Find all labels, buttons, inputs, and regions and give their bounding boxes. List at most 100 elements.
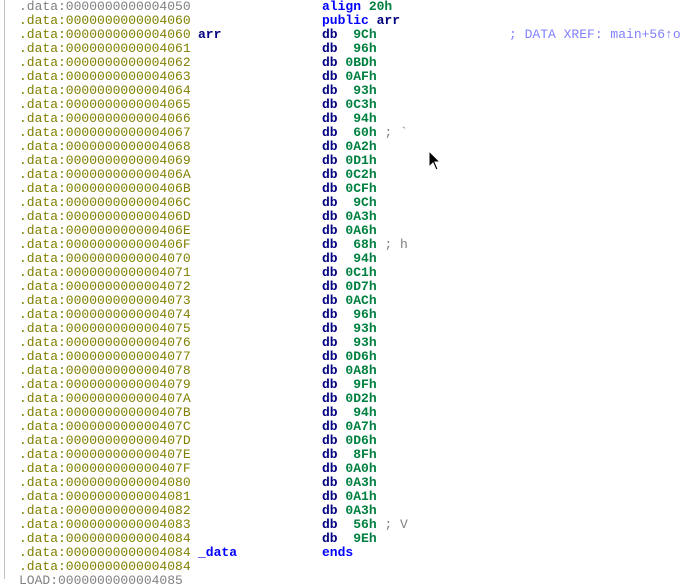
symbol-label[interactable]: arr	[198, 27, 222, 42]
operand[interactable]: 0A3h	[345, 209, 377, 224]
operand[interactable]: 0D7h	[345, 279, 377, 294]
address: .data:0000000000004081	[19, 489, 191, 504]
operand[interactable]: 0D2h	[345, 391, 377, 406]
mnemonic-text: db	[322, 349, 338, 364]
address: .data:0000000000004064	[19, 83, 191, 98]
mnemonic: db 93h	[322, 84, 377, 98]
operand[interactable]: 9Ch	[345, 195, 377, 210]
operand[interactable]: 0C3h	[345, 97, 377, 112]
mnemonic: db 9Eh	[322, 532, 377, 546]
operand[interactable]: 68h	[345, 237, 377, 252]
operand[interactable]: 0CFh	[345, 181, 377, 196]
operand[interactable]: 0AFh	[345, 69, 377, 84]
listing-row[interactable]: .data:0000000000004084	[0, 560, 691, 574]
symbol-label[interactable]: _data	[198, 545, 238, 560]
address: .data:0000000000004060	[19, 13, 191, 28]
operand[interactable]: 8Fh	[345, 447, 377, 462]
operand[interactable]: 94h	[345, 111, 377, 126]
operand[interactable]: 0A3h	[345, 475, 377, 490]
operand[interactable]: 0A0h	[345, 461, 377, 476]
mnemonic-text: db	[322, 97, 338, 112]
operand[interactable]: 96h	[345, 41, 377, 56]
mnemonic-text: db	[322, 139, 338, 154]
operand[interactable]: 0A1h	[345, 489, 377, 504]
operand[interactable]: 0A2h	[345, 139, 377, 154]
operand[interactable]: 0A6h	[345, 223, 377, 238]
operand[interactable]: 0D1h	[345, 153, 377, 168]
listing-row[interactable]: .data:0000000000004064 db 93h	[0, 84, 691, 98]
operand[interactable]: 60h	[345, 125, 377, 140]
address: .data:0000000000004075	[19, 321, 191, 336]
operand[interactable]: 94h	[345, 251, 377, 266]
address: .data:000000000000406D	[19, 209, 191, 224]
operand[interactable]: 20h	[368, 0, 393, 14]
mnemonic-text: db	[322, 195, 338, 210]
operand[interactable]: 0D6h	[345, 433, 377, 448]
operand[interactable]: 9Eh	[345, 531, 377, 546]
operand[interactable]: 96h	[345, 307, 377, 322]
operand[interactable]: 56h	[345, 517, 377, 532]
operand[interactable]: 9Ch	[345, 27, 377, 42]
operand[interactable]: arr	[376, 13, 401, 28]
address: .data:000000000000406C	[19, 195, 191, 210]
mnemonic: db 0C2h	[322, 168, 377, 182]
operand[interactable]: 0BDh	[345, 55, 377, 70]
operand[interactable]: 93h	[345, 335, 377, 350]
operand[interactable]: 93h	[345, 321, 377, 336]
listing-row[interactable]: LOAD:0000000000004085	[0, 574, 691, 588]
listing-row[interactable]: .data:000000000000406C db 9Ch	[0, 196, 691, 210]
operand[interactable]: 0C1h	[345, 265, 377, 280]
operand[interactable]: 0ACh	[345, 293, 377, 308]
operand[interactable]: 0D6h	[345, 349, 377, 364]
operand[interactable]: 93h	[345, 83, 377, 98]
operand[interactable]: 0A7h	[345, 419, 377, 434]
operand[interactable]: 0A8h	[345, 363, 377, 378]
operand[interactable]: 94h	[345, 405, 377, 420]
mnemonic: db 94h	[322, 406, 377, 420]
operand[interactable]: 0C2h	[345, 167, 377, 182]
xref-comment[interactable]: ; DATA XREF: main+56↑o	[509, 27, 681, 42]
address: .data:000000000000406E	[19, 223, 191, 238]
operand[interactable]: 0A3h	[345, 503, 377, 518]
operand[interactable]: 9Fh	[345, 377, 377, 392]
mnemonic-text: db	[322, 461, 338, 476]
